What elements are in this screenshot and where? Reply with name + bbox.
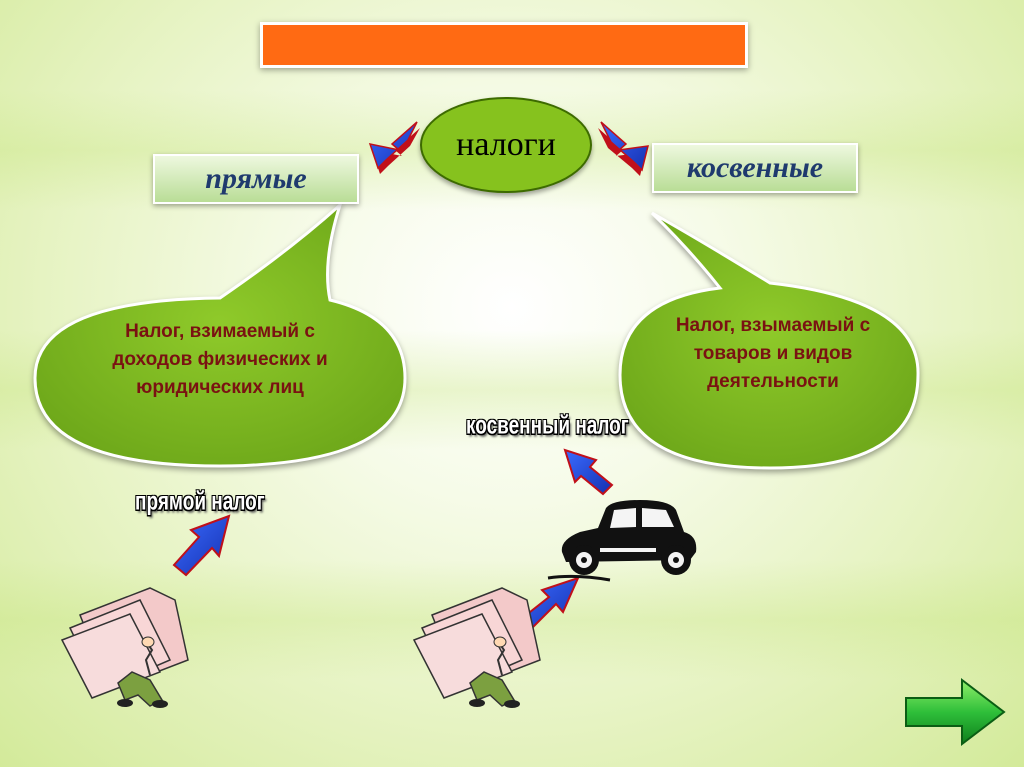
indirect-tax-wordart: косвенный налог [466,412,629,442]
taxes-center-label: налоги [456,126,556,164]
direct-tax-wordart: прямой налог [135,488,265,518]
vintage-car-icon [548,500,696,580]
arrow-up-indirect-icon [565,450,612,494]
next-slide-button[interactable] [900,676,1010,748]
arrow-up-direct-icon [174,516,229,575]
indirect-taxes-label: косвенные [687,151,823,185]
taxes-center-node: налоги [420,97,592,193]
indirect-taxes-box: косвенные [652,143,858,193]
indirect-tax-description: Налог, взымаемый с товаров и видов деяте… [668,312,878,396]
arrow-to-direct-icon [370,122,420,174]
direct-taxes-label: прямые [205,162,306,196]
person-under-papers-icon [62,588,188,708]
green-right-arrow-icon [906,680,1004,744]
arrow-to-indirect-icon [598,122,648,176]
direct-tax-description: Налог, взимаемый с доходов физических и … [100,318,340,402]
person-under-papers-icon [414,588,540,708]
direct-taxes-box: прямые [153,154,359,204]
